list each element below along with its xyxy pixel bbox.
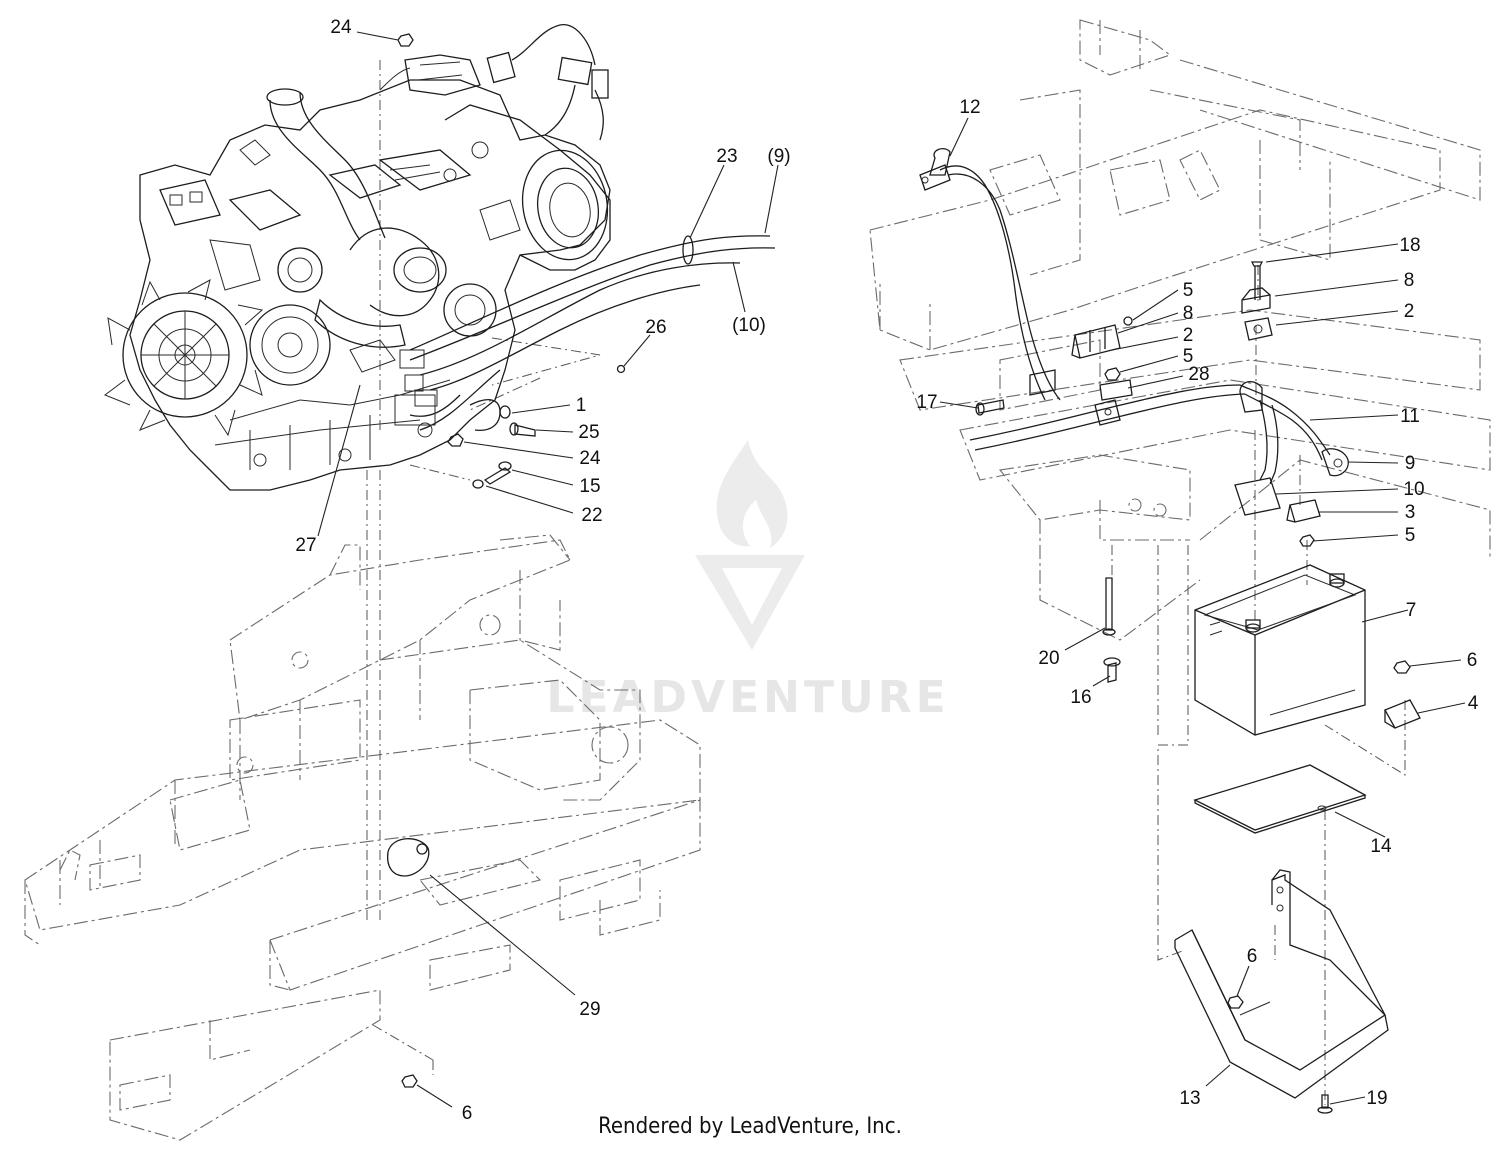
callout-9: 9	[1405, 453, 1416, 474]
callout-22: 22	[581, 505, 602, 526]
callout-13: 13	[1179, 1088, 1200, 1109]
callout-labels: 24 23 (9) (10) 26 1 25 24 15 22 27 29 6 …	[295, 17, 1478, 1124]
callout-29: 29	[579, 999, 600, 1020]
callout-6-bottom-left: 6	[462, 1103, 473, 1124]
callout-3: 3	[1405, 502, 1416, 523]
callout-24-top: 24	[330, 17, 352, 38]
alignment-lines-right	[1111, 265, 1406, 1105]
callout-28: 28	[1188, 364, 1209, 385]
callout-7: 7	[1406, 600, 1417, 621]
hardware-left	[386, 33, 626, 1088]
footer-credit: Rendered by LeadVenture, Inc.	[598, 1114, 902, 1139]
callout-11: 11	[1400, 406, 1420, 427]
callout-20: 20	[1038, 648, 1059, 669]
callout-9-ref: (9)	[767, 146, 790, 167]
callout-1: 1	[576, 395, 587, 416]
callout-5-b: 5	[1183, 346, 1194, 367]
callout-12: 12	[959, 97, 980, 118]
cooling-fan	[103, 279, 264, 437]
callout-24-mid: 24	[579, 448, 601, 469]
battery-harness	[919, 148, 1349, 516]
frame-chassis-right	[869, 19, 1491, 641]
hardware-right	[975, 261, 1421, 1114]
battery-mat	[1193, 764, 1367, 834]
callout-8-right: 8	[1404, 270, 1415, 291]
frame-chassis	[24, 534, 701, 1141]
battery	[1194, 564, 1366, 736]
callout-2-left: 2	[1183, 325, 1194, 346]
callout-26: 26	[645, 317, 666, 338]
callout-15: 15	[579, 476, 600, 497]
callout-10-ref: (10)	[732, 315, 766, 336]
callout-17: 17	[916, 392, 937, 413]
battery-cables	[394, 235, 776, 431]
battery-tray	[1174, 869, 1389, 1099]
callout-27: 27	[295, 535, 316, 556]
callout-5-a: 5	[1183, 280, 1194, 301]
watermark-text: LEADVENTURE	[546, 672, 949, 723]
callout-18: 18	[1399, 235, 1420, 256]
callout-2-right: 2	[1404, 301, 1415, 322]
alignment-lines-left	[366, 60, 601, 1075]
callout-14: 14	[1370, 836, 1392, 857]
callout-6-right: 6	[1467, 650, 1478, 671]
leader-lines	[317, 31, 1466, 1108]
watermark-logo	[695, 440, 805, 650]
callout-19: 19	[1366, 1088, 1387, 1109]
engine-assembly	[103, 24, 611, 491]
callout-6-tray: 6	[1247, 946, 1258, 967]
callout-16: 16	[1070, 687, 1091, 708]
callout-8-left: 8	[1183, 303, 1194, 324]
callout-25: 25	[578, 422, 599, 443]
callout-4: 4	[1468, 693, 1479, 714]
callout-23: 23	[716, 146, 737, 167]
callout-5-c: 5	[1405, 525, 1416, 546]
callout-10: 10	[1403, 479, 1424, 500]
